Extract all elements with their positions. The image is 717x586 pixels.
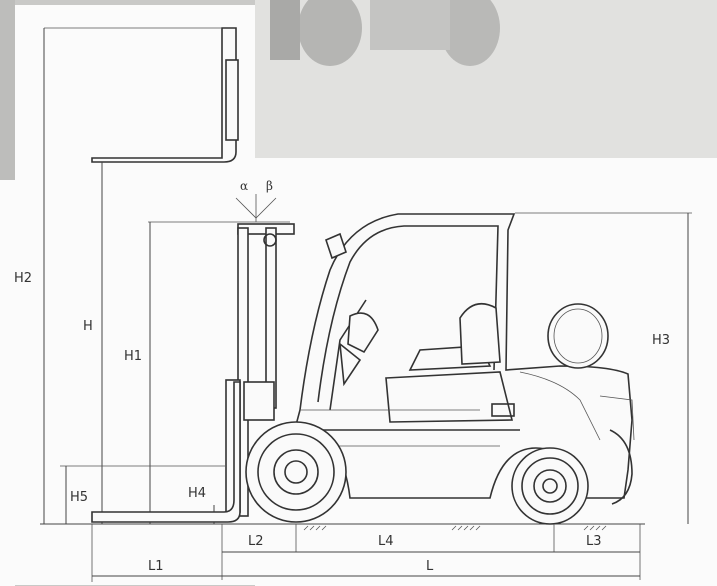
gas-cylinder-icon	[547, 303, 609, 369]
front-wheel	[245, 421, 347, 552]
label-h1: H1	[124, 349, 142, 364]
mast-assembly	[91, 223, 295, 523]
length-dimensions: L2 L4 L3 L1 L	[91, 524, 640, 582]
label-alpha: α	[240, 179, 248, 193]
dimension-h2: H2	[14, 28, 45, 524]
label-h: H	[83, 319, 93, 334]
label-l1: L1	[148, 559, 164, 574]
label-l: L	[426, 559, 434, 574]
label-l4: L4	[378, 534, 394, 549]
label-h2: H2	[14, 271, 32, 286]
dimension-h: H	[83, 162, 103, 524]
dimension-h3: H3	[515, 212, 692, 524]
raised-fork-carriage	[44, 27, 239, 163]
tilt-angle-indicator: α β	[235, 179, 277, 222]
label-h4: H4	[188, 486, 206, 501]
label-l3: L3	[586, 534, 602, 549]
dimension-h1: H1	[124, 221, 290, 524]
rear-wheel	[511, 447, 589, 552]
dimension-h5: H5	[60, 465, 225, 524]
label-h5: H5	[70, 490, 88, 505]
label-beta: β	[266, 179, 273, 193]
ground-hatch	[303, 525, 607, 531]
label-h3: H3	[652, 333, 670, 348]
label-l2: L2	[248, 534, 264, 549]
forklift-body	[294, 213, 635, 499]
